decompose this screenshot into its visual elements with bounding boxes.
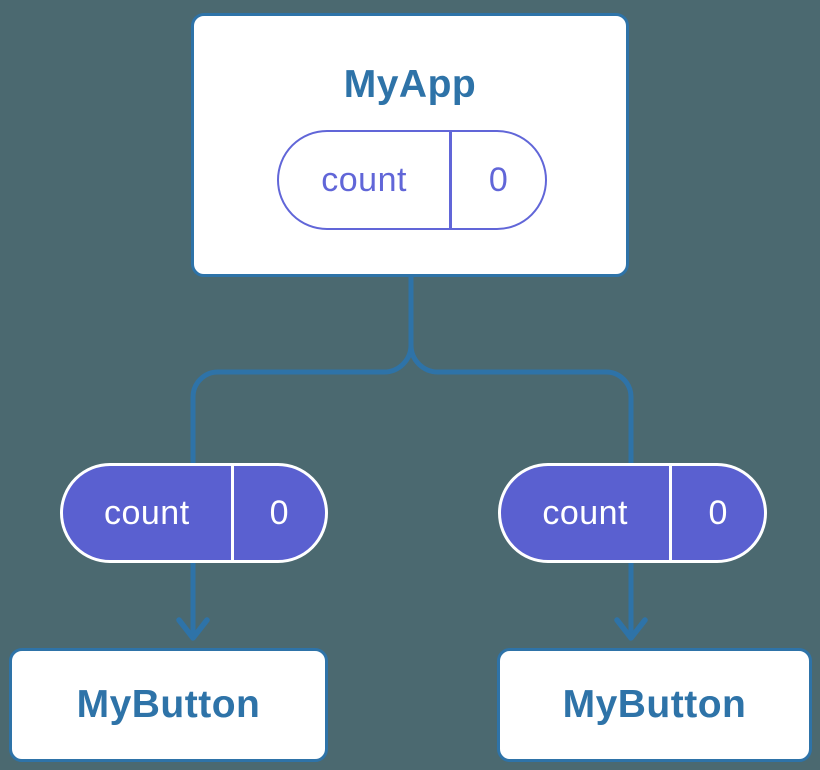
- state-name-label: count: [321, 160, 407, 199]
- state-value-label: 0: [269, 493, 290, 532]
- state-value-label: 0: [708, 493, 728, 532]
- state-name-label: count: [542, 493, 628, 532]
- state-pill-left-child: count 0: [60, 463, 328, 563]
- node-myapp-title: MyApp: [343, 63, 477, 106]
- state-value-label: 0: [488, 160, 509, 199]
- state-pill-root: count 0: [277, 130, 547, 230]
- edge-root-to-left-child: [190, 344, 414, 634]
- node-mybutton-right-title: MyButton: [562, 683, 747, 726]
- pill-divider: [230, 466, 234, 560]
- node-mybutton-left-title: MyButton: [76, 683, 261, 726]
- arrow-down-icon: [176, 617, 210, 641]
- arrow-down-icon: [614, 617, 648, 641]
- pill-divider: [449, 132, 453, 228]
- state-name-label: count: [103, 493, 190, 532]
- node-mybutton-right-card: MyButton: [497, 648, 812, 762]
- state-pill-right-child: count 0: [498, 463, 767, 563]
- edge-root-to-right-child: [408, 344, 634, 634]
- pill-divider: [669, 466, 673, 560]
- node-mybutton-left-card: MyButton: [9, 648, 328, 762]
